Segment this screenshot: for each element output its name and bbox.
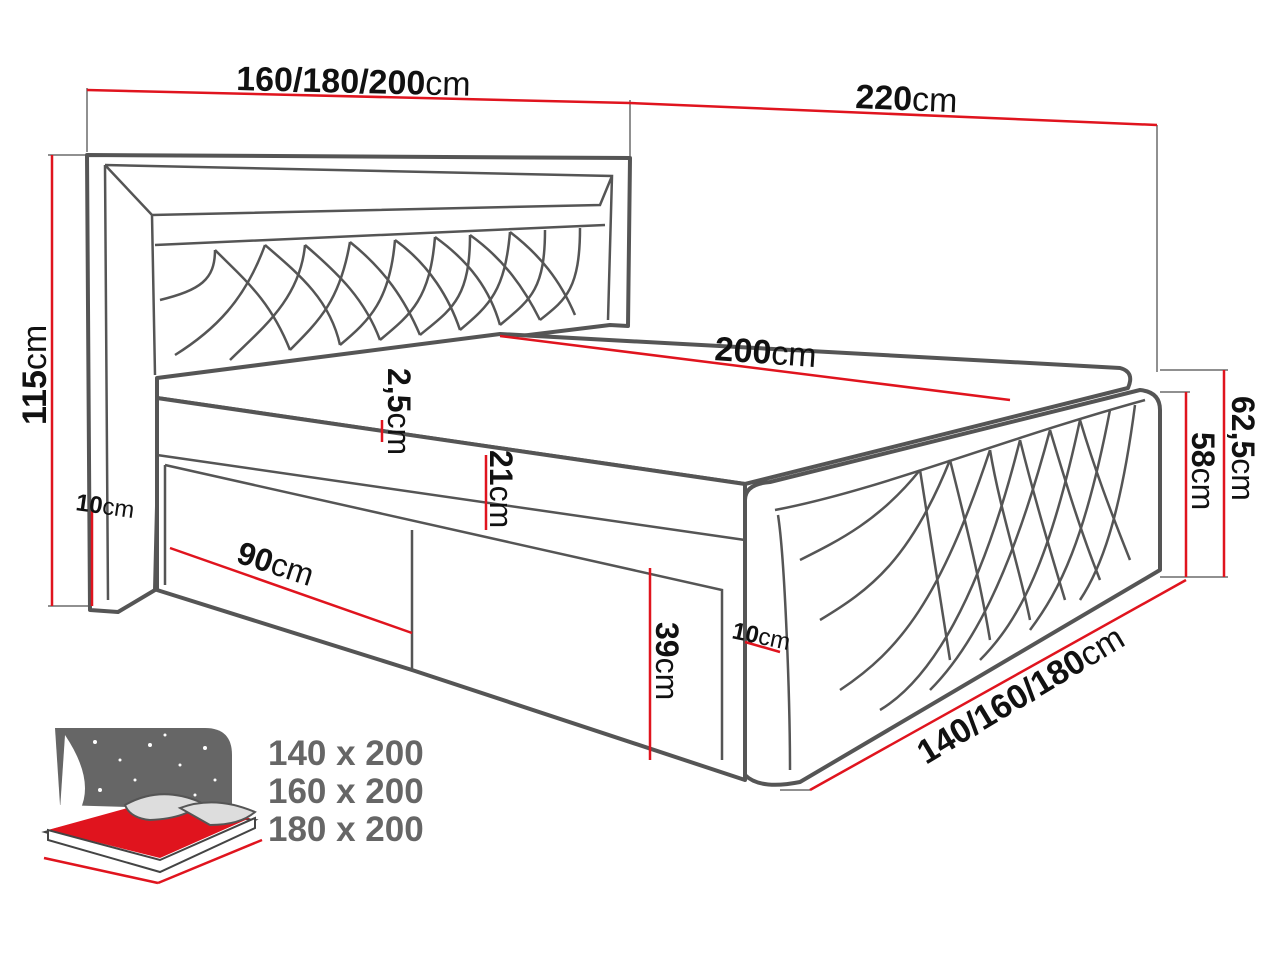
footboard-thickness-label: 10cm [730,617,793,656]
headboard-thickness-label: 10cm [74,489,136,524]
size-option: 160 x 200 [268,772,424,811]
mattress-thickness-label: 21cm [483,450,519,528]
footboard-height-label: 58cm [1185,432,1221,510]
headboard-width-label: 160/180/200cm [236,60,471,104]
total-height-foot-label: 62,5cm [1225,396,1261,501]
extension-lines [48,88,1228,791]
bed-base [155,332,1133,782]
footboard [743,388,1162,787]
size-list: 140 x 200 160 x 200 180 x 200 [268,734,424,849]
base-height-label: 39cm [649,622,685,700]
mattress-length-label: 200cm [713,330,817,375]
size-option: 140 x 200 [268,734,424,773]
total-length-label: 220cm [855,78,959,120]
dimension-lines [50,88,1226,792]
topper-thickness-label: 2,5cm [381,368,417,455]
headboard-height-label: 115cm [16,325,54,425]
size-option: 180 x 200 [268,810,424,849]
bed-size-icon [41,728,263,885]
